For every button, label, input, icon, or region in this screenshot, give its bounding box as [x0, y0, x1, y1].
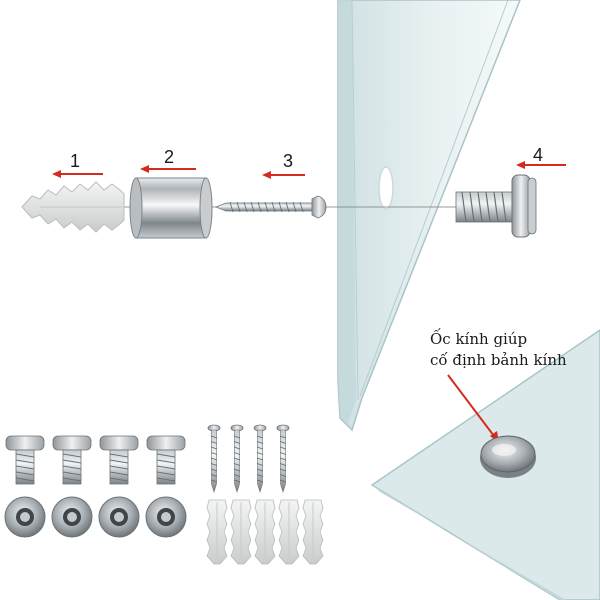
installed-cap [480, 435, 536, 478]
kit-bolts [5, 435, 186, 485]
kit-screws [207, 424, 290, 494]
standoff-cylinder-part-2 [129, 177, 213, 239]
kit-screw [276, 424, 290, 494]
part-label-4: 4 [533, 145, 544, 165]
kit-cap [4, 496, 46, 538]
kit-cap [145, 496, 187, 538]
arrow-part-2 [140, 165, 196, 173]
kit-anchor [206, 499, 228, 565]
caption-line-1: Ốc kính giúp [430, 330, 528, 348]
kit-anchor [230, 499, 252, 565]
kit-anchor [254, 499, 276, 565]
kit-anchor [278, 499, 300, 565]
cap-bolt-part-4 [455, 174, 537, 238]
arrow-part-1 [52, 170, 103, 178]
kit-screw [207, 424, 221, 494]
kit-cap [98, 496, 140, 538]
caption-line-2: cố định bảnh kính [430, 351, 567, 369]
screw-part-3 [214, 195, 327, 219]
kit-cap [51, 496, 93, 538]
kit-bolt [99, 435, 139, 485]
kit-bolt [52, 435, 92, 485]
part-label-3: 3 [283, 151, 294, 171]
kit-caps [4, 496, 187, 538]
vertical-glass-panel [337, 0, 521, 432]
glass-hole [378, 166, 394, 210]
kit-bolt [5, 435, 45, 485]
caption: Ốc kính giúp cố định bảnh kính [430, 329, 600, 371]
direction-arrows [52, 161, 566, 443]
arrow-part-4 [516, 161, 566, 169]
part-label-2: 2 [164, 147, 175, 167]
kit-screw [253, 424, 267, 494]
kit-screw [230, 424, 244, 494]
kit-bolt [146, 435, 186, 485]
wall-plug-part-1 [21, 181, 125, 233]
kit-anchor [302, 499, 324, 565]
kit-anchors [206, 499, 324, 565]
arrow-part-3 [262, 171, 305, 179]
part-label-1: 1 [70, 151, 81, 171]
